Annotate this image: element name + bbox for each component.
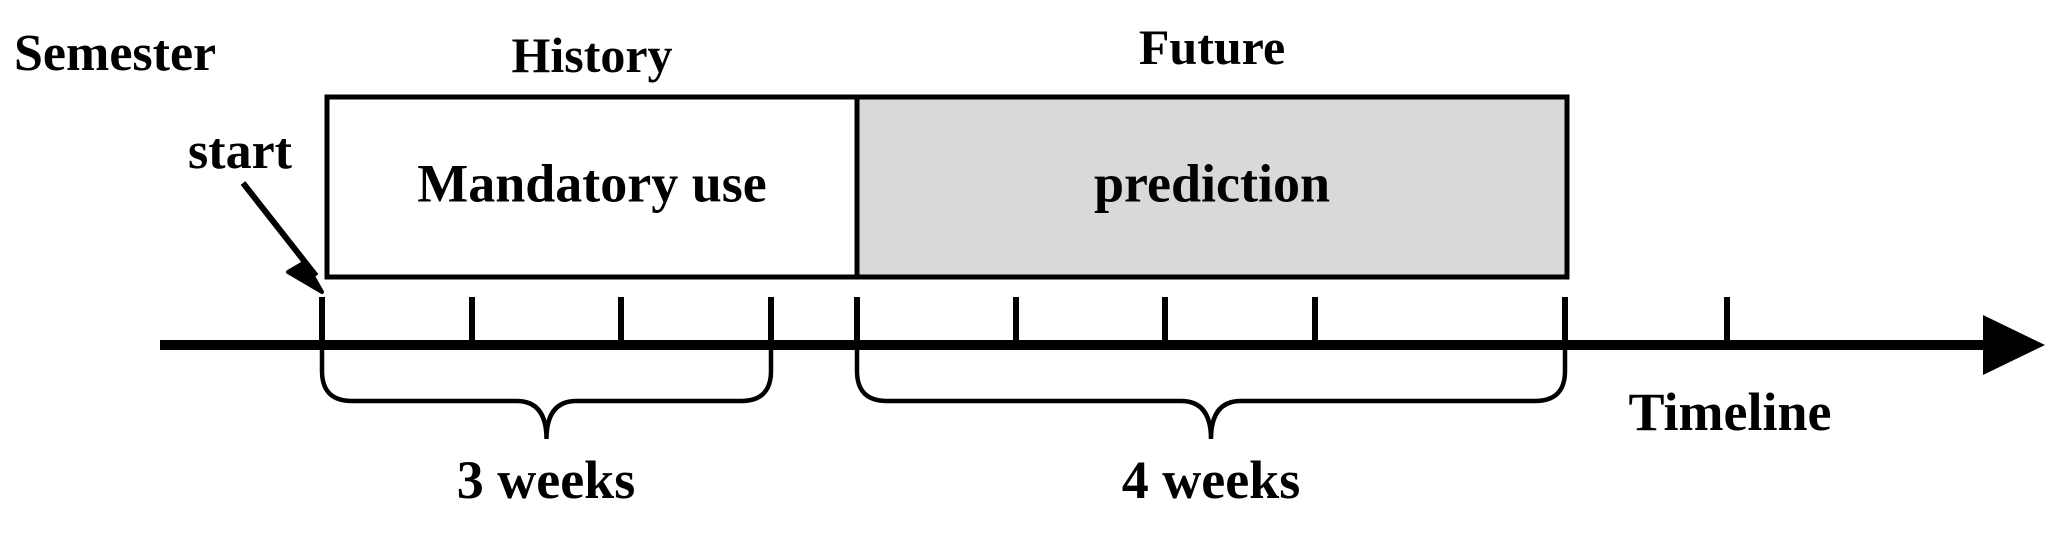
block-label-mandatory-use: Mandatory use	[417, 153, 767, 213]
brace-group: 3 weeks 4 weeks	[319, 349, 1568, 510]
block-label-prediction: prediction	[1094, 153, 1330, 213]
block-rect-prediction	[854, 94, 1570, 280]
callout-line-2: start	[188, 123, 293, 180]
brace-label-4-weeks: 4 weeks	[1122, 450, 1300, 510]
axis-tick-group	[319, 297, 1730, 349]
axis-label-timeline: Timeline	[1628, 382, 1831, 442]
section-label-future: Future	[1139, 19, 1285, 75]
arrow-down-right-icon	[286, 260, 324, 294]
brace-history-span	[319, 349, 774, 440]
timeline-axis: Timeline	[160, 297, 2045, 442]
block-mandatory-use: Mandatory use	[324, 94, 860, 280]
brace-future-span	[854, 349, 1568, 440]
section-label-history: History	[511, 27, 672, 83]
arrow-right-icon	[1983, 315, 2045, 375]
block-prediction: prediction	[854, 94, 1570, 280]
block-rect-mandatory-use	[324, 94, 860, 280]
brace-label-3-weeks: 3 weeks	[457, 450, 635, 510]
callout-semester-start: Semester start	[14, 25, 324, 294]
callout-line-1: Semester	[14, 25, 216, 82]
